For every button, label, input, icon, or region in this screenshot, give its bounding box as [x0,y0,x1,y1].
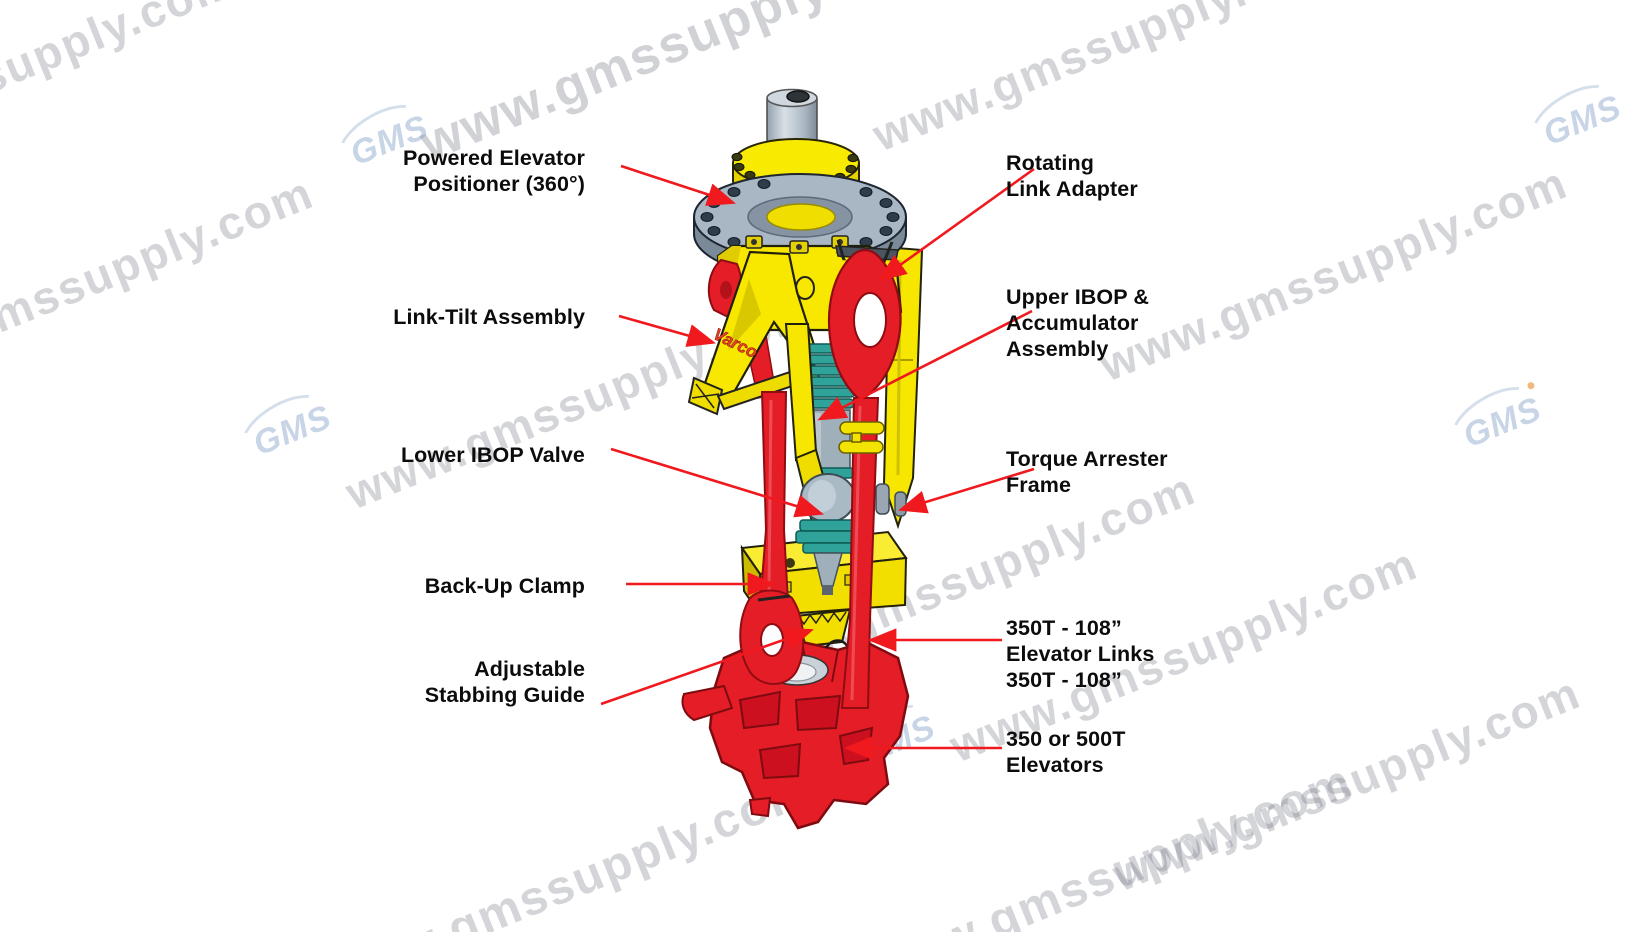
label-line: Positioner (360°) [413,172,585,196]
label-elevator-links: 350T - 108” Elevator Links 350T - 108” [1006,615,1154,693]
label-lower-ibop-valve: Lower IBOP Valve [401,442,585,468]
label-line: Frame [1006,473,1072,497]
watermark-text: www.gmssupply.com [0,165,321,402]
label-line: Adjustable [474,657,585,681]
label-line: Lower IBOP Valve [400,443,585,467]
watermark-text: www.gmssupply.com [0,0,243,190]
label-elevators: 350 or 500T Elevators [1006,726,1125,778]
label-line: Link Adapter [1006,177,1138,201]
gms-logo-watermark: GMS [1538,87,1627,154]
label-line: Powered Elevator [402,146,585,170]
label-rotating-link-adapter: Rotating Link Adapter [1006,150,1138,202]
label-line: 350T - 108” [1006,616,1122,640]
label-line: Stabbing Guide [424,683,585,707]
label-line: 350 or 500T [1006,727,1126,751]
label-line: Upper IBOP & [1006,285,1149,309]
lower-ibop-valve-part [795,473,861,595]
watermark-text: www.gmssupply.com [1105,665,1588,902]
label-line: Rotating [1006,151,1094,175]
label-line: Link-Tilt Assembly [393,305,585,329]
label-line: Elevator Links [1006,642,1155,666]
gms-logo-watermark: GMS [248,397,337,464]
label-back-up-clamp: Back-Up Clamp [425,573,585,599]
label-line: Accumulator [1006,311,1139,335]
top-drive-assembly-illustration: Varco [681,88,924,830]
label-link-tilt-assembly: Link-Tilt Assembly [393,304,585,330]
label-line: 350T - 108” [1006,668,1122,692]
label-powered-elevator-positioner: Powered Elevator Positioner (360°) [403,145,585,197]
label-adjustable-stabbing-guide: Adjustable Stabbing Guide [425,656,585,708]
label-line: Assembly [1006,337,1109,361]
label-line: Back-Up Clamp [424,574,585,598]
label-upper-ibop-accumulator: Upper IBOP & Accumulator Assembly [1006,284,1149,362]
label-line: Torque Arrester [1006,447,1168,471]
watermark-text: www.gmssupply.com [1092,155,1575,392]
gms-logo-watermark: GMS [1458,389,1547,456]
label-line: Elevators [1006,753,1104,777]
label-torque-arrester-frame: Torque Arrester Frame [1006,446,1168,498]
